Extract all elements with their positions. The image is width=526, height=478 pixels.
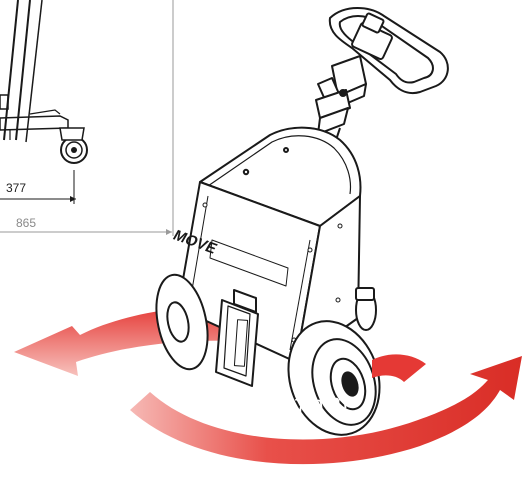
side-view-castor	[59, 127, 88, 164]
tiller-handle	[315, 7, 449, 146]
width-dimension-label: 377	[6, 181, 27, 195]
rotation-arrow-right	[130, 354, 522, 465]
side-view-drawing	[0, 0, 69, 143]
electric-tug: MOVE	[155, 7, 449, 436]
radius-symbol: (Rb)	[212, 399, 256, 427]
right-wheel	[287, 320, 381, 436]
motor-cowl	[199, 126, 362, 227]
length-dimension-label: 865	[16, 216, 37, 230]
hitch-bracket	[215, 289, 259, 387]
rear-castor	[355, 287, 377, 331]
left-wheel	[155, 273, 209, 371]
dimension-lines	[0, 0, 174, 236]
